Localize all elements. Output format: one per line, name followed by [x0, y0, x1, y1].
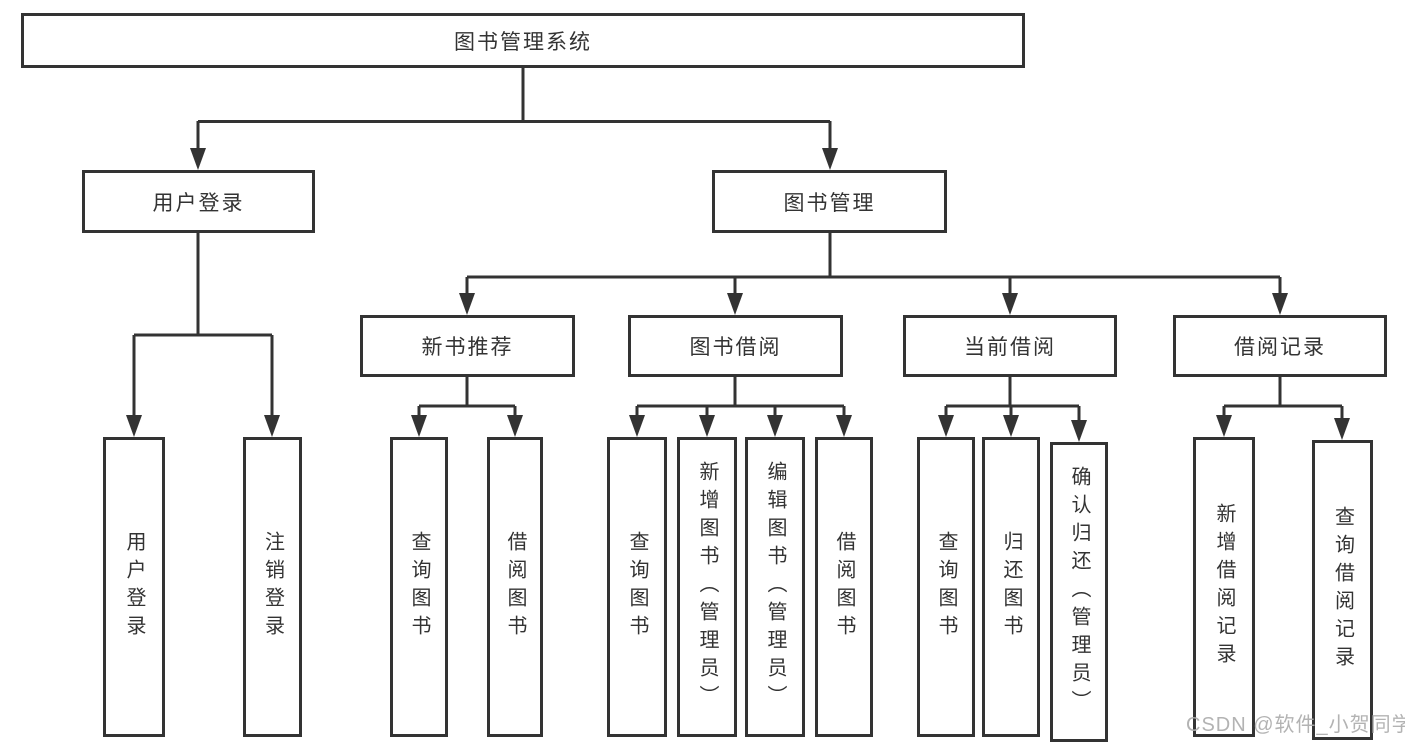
leaf-add-borrow-record: 新增借阅记录 [1193, 437, 1255, 737]
node-borrow-records: 借阅记录 [1173, 315, 1387, 377]
node-book-borrow: 图书借阅 [628, 315, 843, 377]
leaf-logout: 注销登录 [243, 437, 302, 737]
node-new-book-recommend: 新书推荐 [360, 315, 575, 377]
leaf-borrow-query-books: 查询图书 [607, 437, 667, 737]
csdn-watermark: CSDN @软件_小贺同学 [1186, 714, 1405, 736]
leaf-recommend-borrow-books: 借阅图书 [487, 437, 543, 737]
leaf-user-login: 用户登录 [103, 437, 165, 737]
leaf-recommend-query-books: 查询图书 [390, 437, 448, 737]
node-root: 图书管理系统 [21, 13, 1025, 68]
leaf-confirm-return-admin: 确认归还（管理员） [1050, 442, 1108, 742]
node-user-login: 用户登录 [82, 170, 315, 233]
leaf-return-books: 归还图书 [982, 437, 1040, 737]
leaf-query-borrow-record: 查询借阅记录 [1312, 440, 1373, 740]
leaf-edit-books-admin: 编辑图书（管理员） [745, 437, 805, 737]
node-book-management: 图书管理 [712, 170, 947, 233]
leaf-borrow-books: 借阅图书 [815, 437, 873, 737]
leaf-current-query-books: 查询图书 [917, 437, 975, 737]
connector-paths [132, 68, 1344, 425]
leaf-add-books-admin: 新增图书（管理员） [677, 437, 737, 737]
node-current-borrow: 当前借阅 [903, 315, 1117, 377]
arrowheads [126, 148, 1350, 442]
